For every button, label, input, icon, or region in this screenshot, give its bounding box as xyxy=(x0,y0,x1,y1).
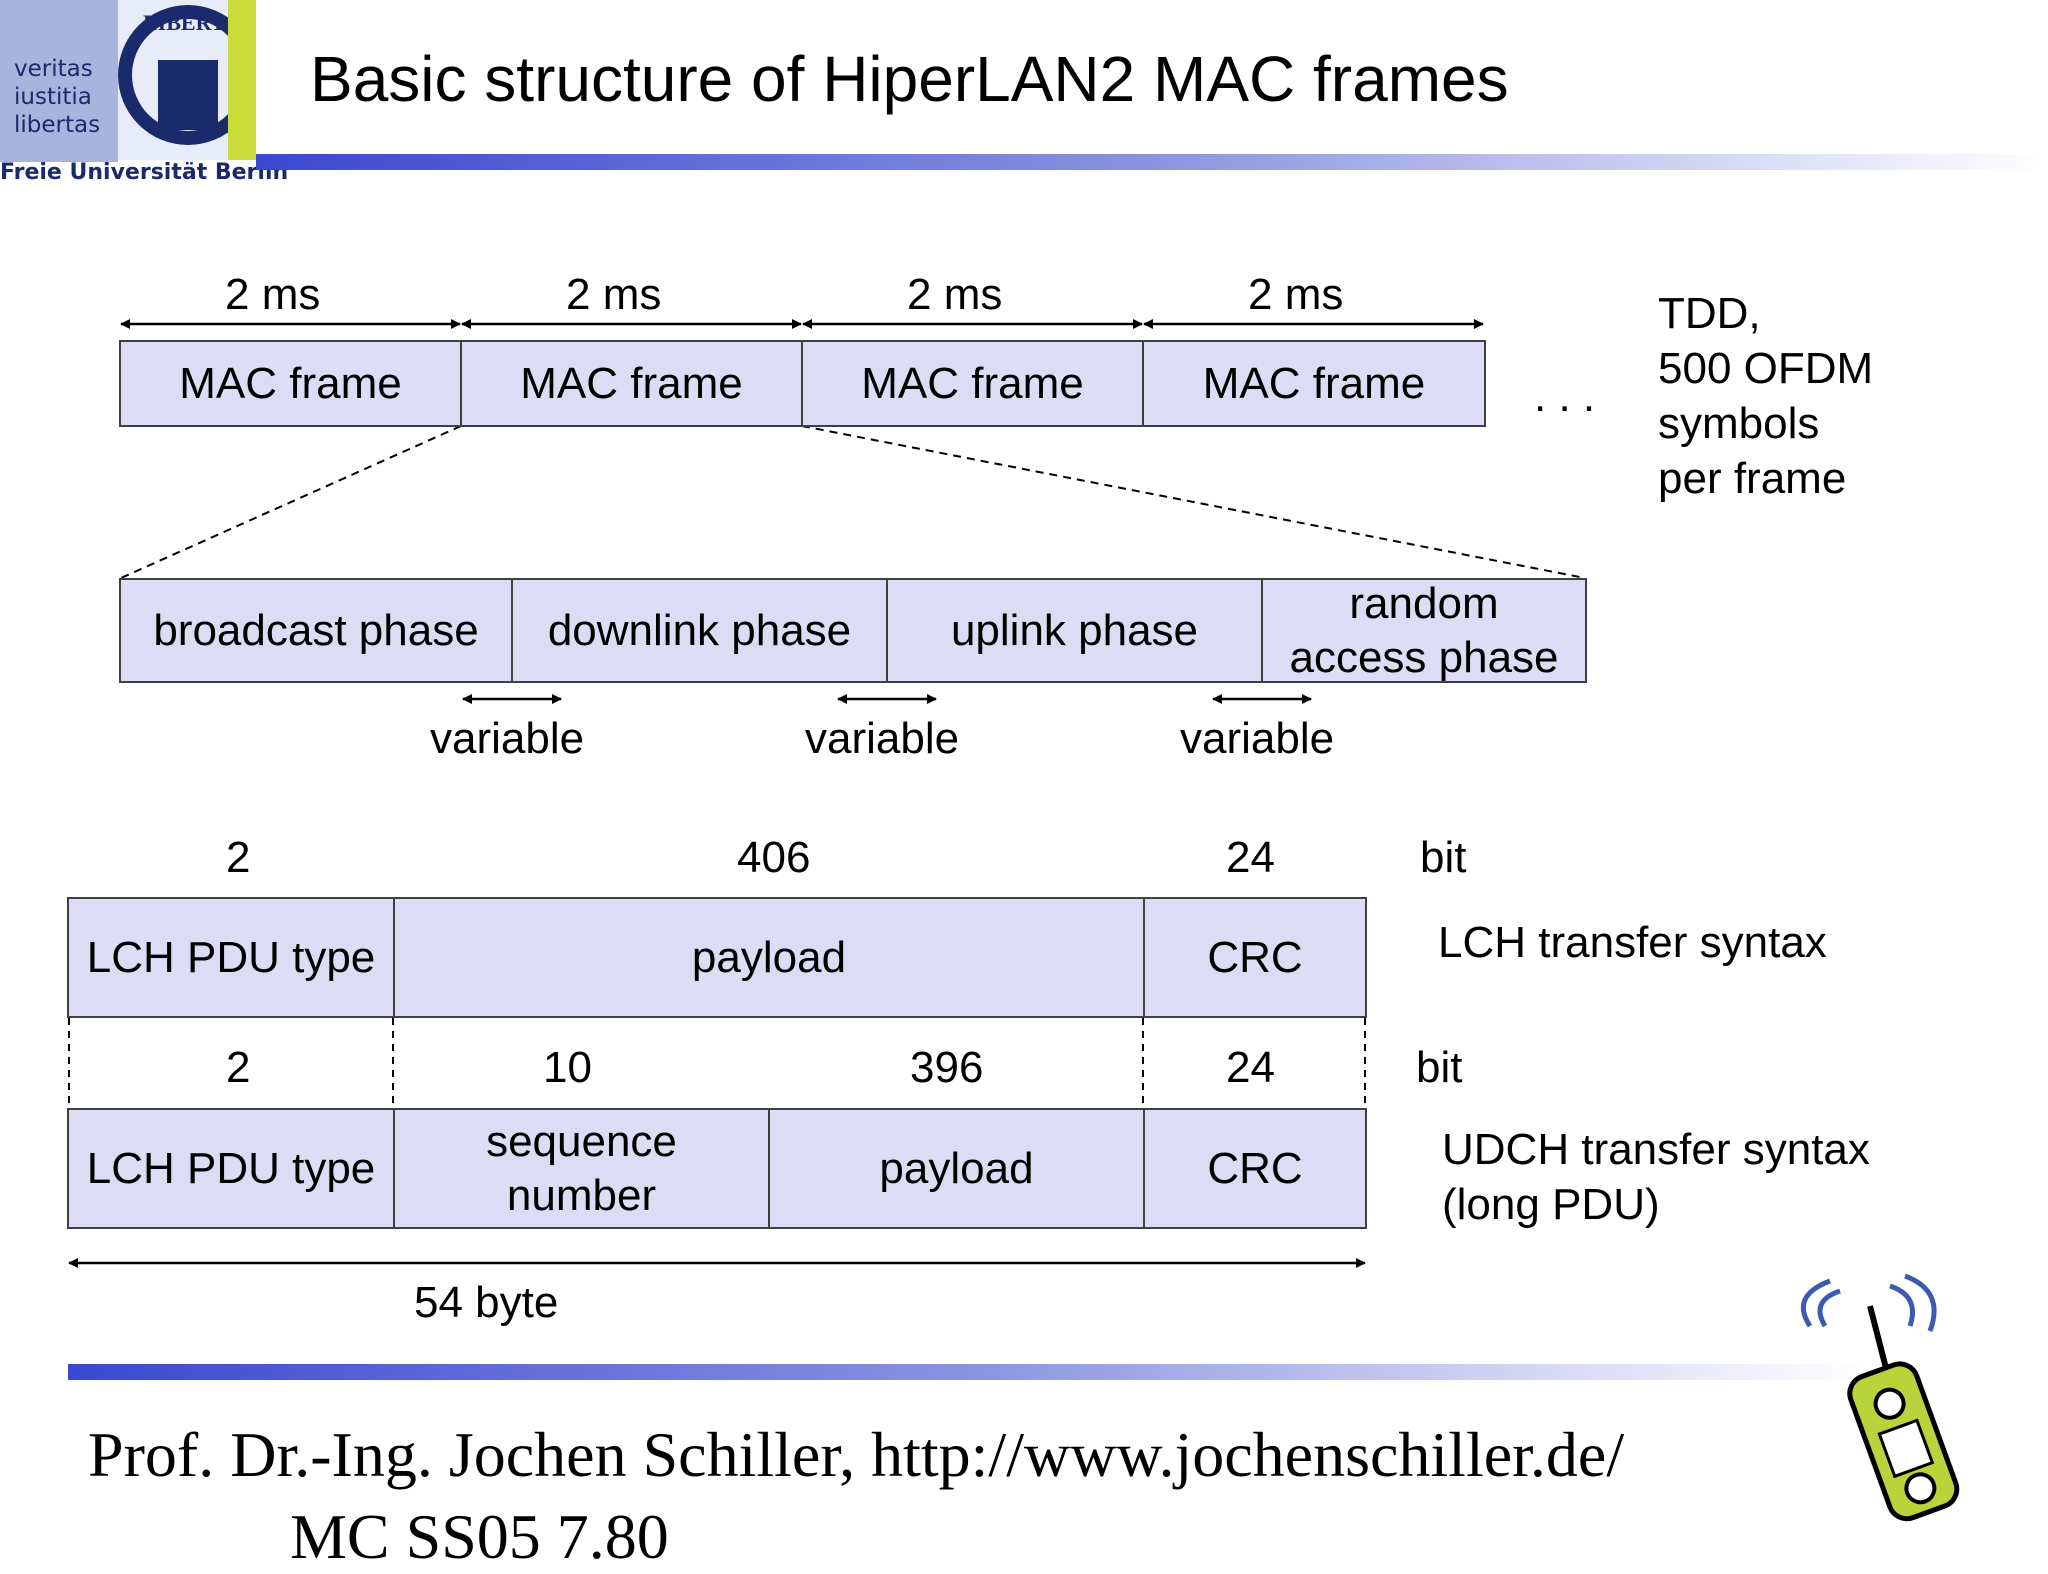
tdd-note-line: symbols xyxy=(1658,399,1820,448)
logo-word-libertas: libertas xyxy=(14,112,101,138)
mac-frame-box: MAC frame xyxy=(119,340,462,427)
bit-count: 24 xyxy=(1226,833,1275,882)
broadcast-phase-box: broadcast phase xyxy=(119,578,513,683)
downlink-phase-box: downlink phase xyxy=(511,578,888,683)
bit-count: 2 xyxy=(226,833,251,882)
mac-frame-box: MAC frame xyxy=(801,340,1144,427)
zoom-line-left xyxy=(120,425,462,579)
udch-crc-field: CRC xyxy=(1143,1108,1367,1229)
tdd-note: TDD, 500 OFDM symbols per frame xyxy=(1658,286,1873,506)
udch-pdu-type-field: LCH PDU type xyxy=(67,1108,395,1229)
bit-count: 2 xyxy=(226,1043,251,1092)
variable-label: variable xyxy=(430,714,585,763)
sequence-number-field: sequence number xyxy=(393,1108,770,1229)
duration-label: 2 ms xyxy=(907,270,1003,319)
lch-pdu-type-field: LCH PDU type xyxy=(67,897,395,1018)
bit-count: 10 xyxy=(543,1043,592,1092)
total-length-label: 54 byte xyxy=(414,1278,559,1327)
bit-count: 24 xyxy=(1226,1043,1275,1092)
random-access-phase-box: random access phase xyxy=(1261,578,1587,683)
logo-green-stripe xyxy=(228,0,256,160)
footer-bar xyxy=(68,1364,1868,1380)
udch-transfer-syntax-label: UDCH transfer syntax (long PDU) xyxy=(1442,1122,1870,1232)
bit-unit: bit xyxy=(1416,1043,1463,1092)
bit-count: 406 xyxy=(737,833,811,882)
lch-transfer-syntax-label: LCH transfer syntax xyxy=(1438,918,1827,967)
duration-label: 2 ms xyxy=(1248,270,1344,319)
duration-label: 2 ms xyxy=(566,270,662,319)
variable-label: variable xyxy=(1180,714,1335,763)
tdd-note-line: TDD, xyxy=(1658,289,1761,338)
udch-payload-field: payload xyxy=(768,1108,1145,1229)
bit-unit: bit xyxy=(1420,833,1467,882)
variable-label: variable xyxy=(805,714,960,763)
tdd-note-line: per frame xyxy=(1658,454,1847,503)
lch-crc-field: CRC xyxy=(1143,897,1367,1018)
duration-label: 2 ms xyxy=(225,270,321,319)
logo-word-veritas: veritas xyxy=(14,56,93,82)
university-name: Freie Universität Berlin xyxy=(0,160,289,185)
slide-title: Basic structure of HiperLAN2 MAC frames xyxy=(310,43,1509,115)
sequence-number-line: sequence xyxy=(486,1116,677,1166)
bit-count: 396 xyxy=(910,1043,984,1092)
university-logo-text-block: veritas iustitia libertas xyxy=(0,0,118,162)
random-access-line: access phase xyxy=(1289,632,1559,682)
diagram-lines xyxy=(68,319,1586,1268)
udch-label-line: (long PDU) xyxy=(1442,1180,1660,1229)
footer-credit: Prof. Dr.-Ing. Jochen Schiller, http://w… xyxy=(88,1419,1625,1490)
mobile-phone-icon xyxy=(1800,1273,1960,1522)
footer-course-page: MC SS05 7.80 xyxy=(290,1501,669,1572)
mac-frame-box: MAC frame xyxy=(1142,340,1486,427)
sequence-number-line: number xyxy=(506,1170,657,1220)
lch-payload-field: payload xyxy=(393,897,1145,1018)
svg-text:LIBERTAS: LIBERTAS xyxy=(143,10,228,35)
mac-frame-box: MAC frame xyxy=(460,340,803,427)
random-access-line: random xyxy=(1349,578,1499,628)
title-underline-bar xyxy=(256,154,2046,170)
uplink-phase-box: uplink phase xyxy=(886,578,1263,683)
udch-label-line: UDCH transfer syntax xyxy=(1442,1125,1870,1174)
continuation-ellipsis: . . . xyxy=(1534,372,1596,421)
logo-word-iustitia: iustitia xyxy=(14,84,92,110)
university-seal-icon: LIBERTAS xyxy=(118,0,228,160)
tdd-note-line: 500 OFDM xyxy=(1658,344,1874,393)
zoom-line-right xyxy=(801,425,1586,579)
